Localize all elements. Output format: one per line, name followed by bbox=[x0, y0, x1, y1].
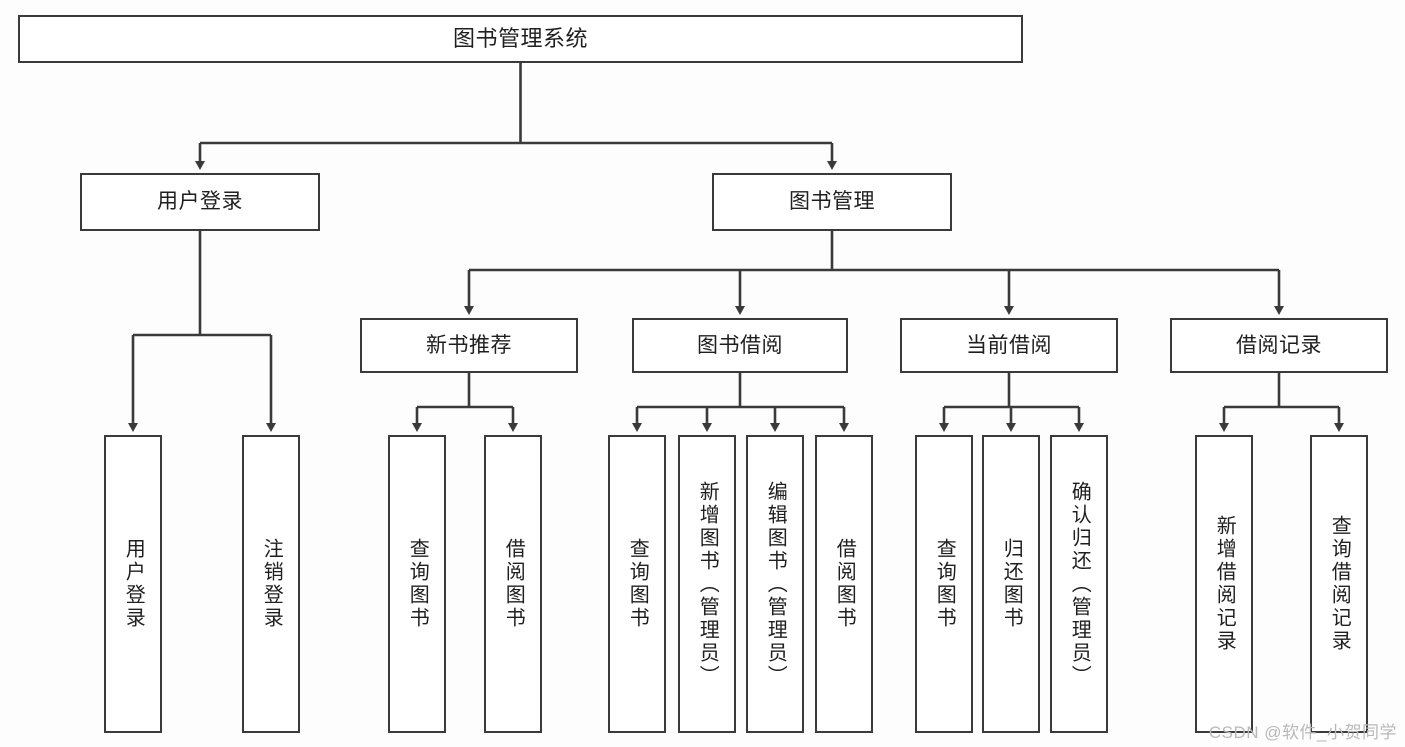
node-book-manage[interactable]: 图书管理 bbox=[712, 173, 952, 231]
node-label: 借阅记录 bbox=[1236, 333, 1322, 357]
node-label: 查询图书 bbox=[933, 538, 956, 630]
node-label: 注销登录 bbox=[260, 538, 283, 630]
node-new-book-rec[interactable]: 新书推荐 bbox=[360, 318, 578, 373]
node-leaf-confirm-return[interactable]: 确认归还（管理员） bbox=[1050, 435, 1108, 733]
node-leaf-query-book-2[interactable]: 查询图书 bbox=[608, 435, 666, 733]
node-borrow-record[interactable]: 借阅记录 bbox=[1170, 318, 1388, 373]
node-leaf-borrow-book-2[interactable]: 借阅图书 bbox=[815, 435, 873, 733]
node-label: 查询图书 bbox=[626, 538, 649, 630]
node-label: 确认归还（管理员） bbox=[1068, 480, 1091, 688]
edge-group bbox=[128, 63, 1344, 432]
node-leaf-add-book[interactable]: 新增图书（管理员） bbox=[678, 435, 736, 733]
node-label: 新书推荐 bbox=[426, 333, 512, 357]
node-root[interactable]: 图书管理系统 bbox=[18, 15, 1023, 63]
node-label: 编辑图书（管理员） bbox=[764, 480, 787, 688]
node-label: 借阅图书 bbox=[502, 538, 525, 630]
node-label: 当前借阅 bbox=[966, 333, 1052, 357]
node-label: 查询借阅记录 bbox=[1328, 515, 1351, 653]
node-label: 归还图书 bbox=[1000, 538, 1023, 630]
node-label: 借阅图书 bbox=[833, 538, 856, 630]
node-label: 查询图书 bbox=[406, 538, 429, 630]
node-book-borrow[interactable]: 图书借阅 bbox=[632, 318, 848, 373]
node-label: 用户登录 bbox=[122, 538, 145, 630]
node-leaf-query-record[interactable]: 查询借阅记录 bbox=[1310, 435, 1368, 733]
node-label: 新增借阅记录 bbox=[1213, 515, 1236, 653]
node-current-borrow[interactable]: 当前借阅 bbox=[900, 318, 1118, 373]
node-label: 图书管理 bbox=[789, 190, 875, 214]
node-leaf-borrow-book-1[interactable]: 借阅图书 bbox=[484, 435, 542, 733]
node-label: 新增图书（管理员） bbox=[696, 480, 719, 688]
node-leaf-query-book-1[interactable]: 查询图书 bbox=[388, 435, 446, 733]
node-label: 用户登录 bbox=[157, 190, 243, 214]
node-leaf-add-record[interactable]: 新增借阅记录 bbox=[1195, 435, 1253, 733]
node-label: 图书借阅 bbox=[697, 333, 783, 357]
node-user-login[interactable]: 用户登录 bbox=[80, 173, 320, 231]
node-leaf-edit-book[interactable]: 编辑图书（管理员） bbox=[746, 435, 804, 733]
node-leaf-return-book[interactable]: 归还图书 bbox=[982, 435, 1040, 733]
node-leaf-logout[interactable]: 注销登录 bbox=[242, 435, 300, 733]
node-leaf-user-login[interactable]: 用户登录 bbox=[104, 435, 162, 733]
node-leaf-query-book-3[interactable]: 查询图书 bbox=[915, 435, 973, 733]
node-label: 图书管理系统 bbox=[452, 25, 588, 51]
